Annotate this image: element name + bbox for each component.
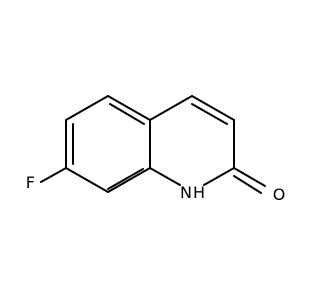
bond-c7-c6 bbox=[65, 167, 109, 193]
quinolinone-structure: F O N H bbox=[26, 95, 286, 204]
oxygen-atom-label: O bbox=[273, 185, 286, 204]
bond-c2-n1 bbox=[203, 167, 235, 186]
bond-n1-c8 bbox=[149, 167, 181, 186]
nitrogen-atom-label: N bbox=[180, 183, 192, 202]
fluorine-atom-label: F bbox=[26, 173, 35, 192]
bond-c8-c7 bbox=[107, 167, 151, 193]
bond-c7-f bbox=[40, 167, 67, 183]
bond-inner-c4-c3 bbox=[191, 103, 228, 125]
bond-c2-o-inner bbox=[233, 175, 262, 194]
atom-label-layer: F O N H bbox=[26, 173, 286, 204]
bond-c5-c4a bbox=[65, 95, 109, 121]
bond-inner-c4a-c8a bbox=[109, 103, 145, 125]
bond-c2-o-outer bbox=[233, 167, 266, 187]
bond-c4a-c8a bbox=[107, 95, 151, 121]
nitrogen-hydrogen-label: H bbox=[193, 183, 205, 202]
bond-layer bbox=[40, 95, 266, 194]
bond-inner-c8-c7 bbox=[107, 168, 144, 190]
bond-c8a-c4 bbox=[149, 95, 193, 121]
bond-c4-c3 bbox=[191, 95, 235, 121]
